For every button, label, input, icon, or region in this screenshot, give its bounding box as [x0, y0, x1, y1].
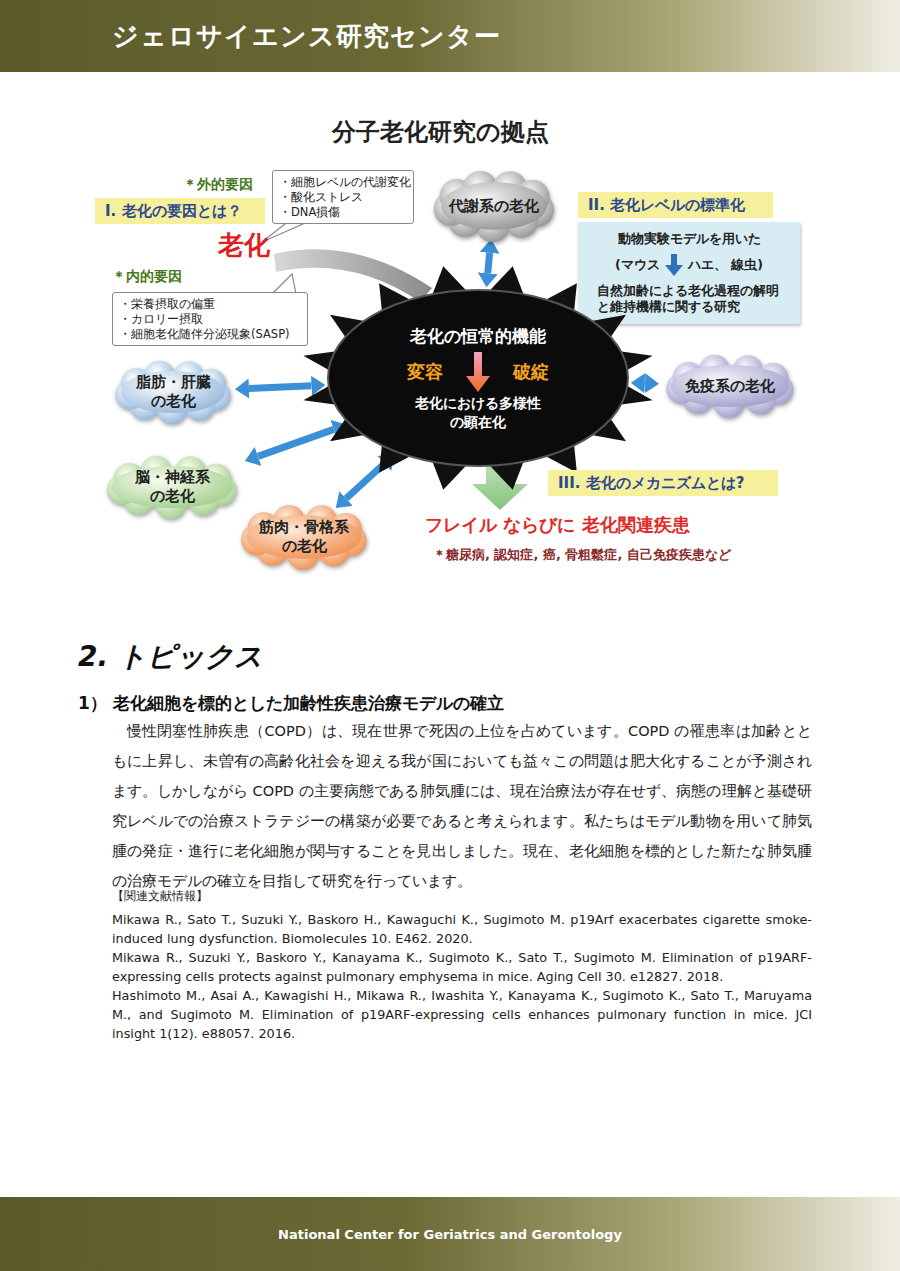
cloud-box: 筋肉・骨格系の老化: [232, 504, 376, 570]
info-box: 動物実験モデルを用いた (マウス ハエ、 線虫) 自然加齢による老化過程の解明と維持機…: [578, 222, 800, 324]
node-text: ・細胞老化随伴分泌現象(SASP): [119, 327, 290, 342]
node-text: 筋肉・骨格系の老化: [256, 518, 352, 556]
node-text: 脂肪・肝臓の老化: [133, 373, 213, 411]
node-text: ハエ、 線虫): [688, 257, 763, 274]
node-text: 動物実験モデルを用いた: [618, 231, 761, 248]
question-label: II. 老化レベルの標準化: [578, 192, 773, 218]
node-text: ジェロサイエンス研究センター: [112, 19, 501, 54]
disease-note: ＊糖尿病, 認知症, 癌, 骨粗鬆症, 自己免疫疾患など: [433, 546, 731, 564]
change-arrow-icon: [465, 352, 491, 392]
cloud-box: 免疫系の老化: [656, 354, 804, 418]
text-row: 自然加齢による老化過程の解明と維持機構に関する研究: [597, 283, 782, 315]
node-text: ・酸化ストレス: [279, 190, 363, 205]
node-text: III. 老化のメカニズムとは?: [558, 474, 744, 493]
node-text: 自然加齢による老化過程の解明と維持機構に関する研究: [597, 283, 782, 315]
callout-box: ・栄養摂取の偏重・カロリー摂取・細胞老化随伴分泌現象(SASP): [112, 292, 308, 346]
node-text: 破綻: [513, 360, 549, 384]
connector-arrow: [488, 253, 490, 273]
note-label: ＊内的要因: [112, 268, 182, 286]
reference-entry: Mikawa R., Suzuki Y., Baskoro Y., Kanaya…: [112, 948, 812, 986]
down-arrow-icon: [664, 253, 684, 277]
connector-arrow: [346, 464, 384, 499]
node-text: ・カロリー摂取: [119, 312, 203, 327]
node-text: 変容: [407, 360, 443, 384]
question-label: III. 老化のメカニズムとは?: [548, 470, 778, 496]
node-text: 老化の恒常的機能: [410, 325, 546, 348]
cloud-box: 脳・神経系の老化: [96, 455, 248, 519]
node-text: 代謝系の老化: [449, 197, 539, 216]
node-text: ・栄養摂取の偏重: [119, 297, 215, 312]
cloud-box: 代謝系の老化: [428, 170, 560, 242]
reference-entry: Hashimoto M., Asai A., Kawagishi H., Mik…: [112, 986, 812, 1043]
node-text: 脳・神経系の老化: [132, 468, 212, 506]
footer-band: National Center for Geriatrics and Geron…: [0, 1197, 900, 1271]
node-text: ・DNA損傷: [279, 205, 340, 220]
text-row: 変容 破綻: [389, 352, 567, 392]
connector-arrow: [249, 386, 311, 389]
connector-arrow: [641, 380, 648, 387]
body-paragraph: 慢性閉塞性肺疾患（COPD）は、現在世界で死因の上位を占めています。COPD の…: [112, 716, 812, 896]
keyword-label: 老化: [218, 228, 270, 263]
reference-heading: 【関連文献情報】: [112, 888, 208, 905]
callout-box: ・細胞レベルの代謝変化・酸化ストレス・DNA損傷: [272, 170, 414, 224]
text-row: 動物実験モデルを用いた: [618, 231, 761, 248]
node-text: 免疫系の老化: [685, 377, 775, 396]
reference-entry: Mikawa R., Sato T., Suzuki Y., Baskoro H…: [112, 910, 812, 948]
node-text: National Center for Geriatrics and Geron…: [278, 1227, 622, 1242]
node-text: II. 老化レベルの標準化: [588, 196, 745, 215]
connector-arrow: [258, 429, 334, 456]
node-text: 老化における多様性の顕在化: [412, 394, 544, 432]
section-heading: 2. トピックス: [78, 638, 263, 676]
node-text: (マウス: [615, 257, 660, 274]
topic-heading: 1） 老化細胞を標的とした加齢性疾患治療モデルの確立: [78, 692, 504, 715]
node-text: ・細胞レベルの代謝変化: [279, 175, 411, 190]
text-row: 老化の恒常的機能: [410, 325, 546, 352]
outcome-label: フレイル ならびに 老化関連疾患: [425, 513, 690, 537]
node-text: I. 老化の要因とは？: [105, 202, 242, 221]
text-row: 老化における多様性の顕在化: [412, 392, 544, 432]
diagram-title: 分子老化研究の拠点: [240, 116, 640, 148]
callout-tail: [272, 274, 296, 294]
note-label: ＊外的要因: [183, 176, 253, 194]
central-ellipse: 老化の恒常的機能変容 破綻老化における多様性の顕在化: [328, 290, 628, 466]
cloud-box: 脂肪・肝臓の老化: [108, 360, 238, 424]
text-row: (マウス ハエ、 線虫): [615, 253, 763, 277]
header-band: ジェロサイエンス研究センター: [0, 0, 900, 72]
question-label: I. 老化の要因とは？: [95, 198, 265, 224]
